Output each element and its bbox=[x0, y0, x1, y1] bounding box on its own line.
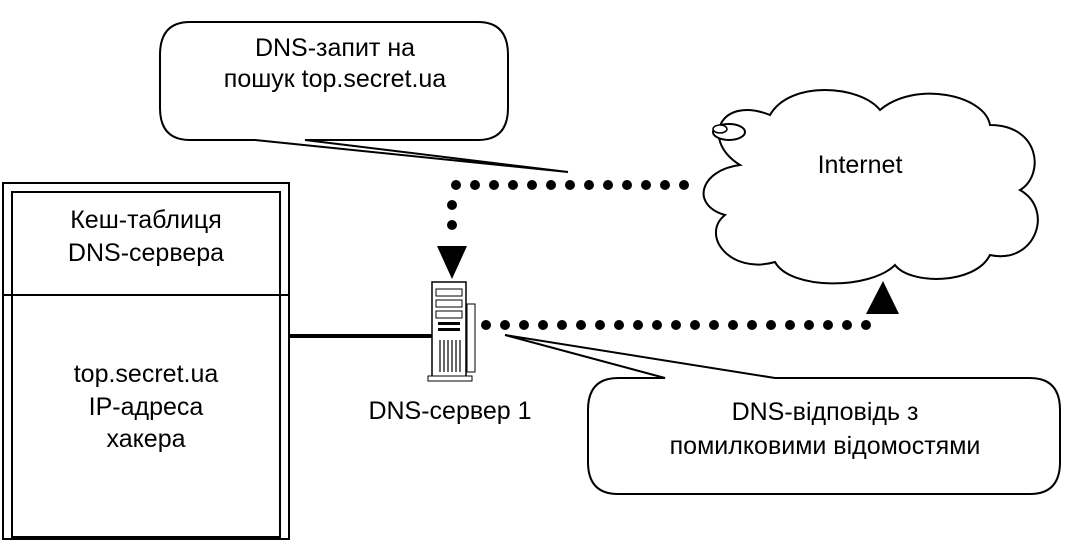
server-tower-icon bbox=[427, 281, 476, 382]
response-callout-line1: DNS-відповідь з bbox=[731, 398, 919, 426]
query-callout-bubble bbox=[159, 21, 569, 173]
path-dot bbox=[447, 220, 457, 230]
path-dot bbox=[584, 180, 594, 190]
path-dot bbox=[546, 180, 556, 190]
path-dot bbox=[785, 320, 795, 330]
path-dot bbox=[508, 180, 518, 190]
cache-table-header: Кеш-таблиця DNS-сервера bbox=[12, 204, 280, 269]
path-dot bbox=[709, 320, 719, 330]
internet-cloud-icon bbox=[702, 89, 1039, 285]
query-callout-line2: пошук top.secret.ua bbox=[223, 65, 447, 94]
path-dot bbox=[652, 320, 662, 330]
response-callout-text: DNS-відповідь з помилковими відомостями bbox=[590, 396, 1060, 464]
path-dot bbox=[747, 320, 757, 330]
internet-label: Internet bbox=[817, 151, 903, 179]
path-dot bbox=[519, 320, 529, 330]
path-dot bbox=[557, 320, 567, 330]
path-dot bbox=[679, 180, 689, 190]
query-callout-text: DNS-запит на пошук top.secret.ua bbox=[190, 33, 480, 96]
path-dot bbox=[804, 320, 814, 330]
cache-table-entry: top.secret.ua IP-адреса хакера bbox=[12, 358, 280, 456]
path-dot bbox=[690, 320, 700, 330]
arrowhead-down-to-server bbox=[437, 246, 467, 279]
path-dot bbox=[565, 180, 575, 190]
path-dot bbox=[603, 180, 613, 190]
path-dot bbox=[500, 320, 510, 330]
path-dot bbox=[633, 320, 643, 330]
path-dot bbox=[595, 320, 605, 330]
path-dot bbox=[671, 320, 681, 330]
cache-header-line2: DNS-сервера bbox=[67, 238, 225, 267]
query-callout-line1: DNS-запит на bbox=[254, 34, 416, 62]
path-dot bbox=[447, 200, 457, 210]
arrowhead-up-to-internet bbox=[866, 281, 899, 314]
response-callout-line2: помилковими відомостями bbox=[669, 431, 981, 460]
cloud-outline bbox=[702, 89, 1039, 285]
dns-server-label: DNS-сервер 1 bbox=[368, 397, 532, 425]
path-dot bbox=[538, 320, 548, 330]
cache-entry-domain: top.secret.ua bbox=[73, 360, 219, 388]
path-dot bbox=[451, 180, 461, 190]
path-dot bbox=[489, 180, 499, 190]
path-dot bbox=[614, 320, 624, 330]
path-dot bbox=[823, 320, 833, 330]
response-callout-bubble bbox=[504, 334, 1061, 495]
path-dot bbox=[527, 180, 537, 190]
cache-entry-ip-label: IP-адреса bbox=[88, 392, 204, 421]
cache-header-line1: Кеш-таблиця bbox=[70, 206, 222, 234]
path-dot bbox=[470, 180, 480, 190]
dotted-response-path bbox=[481, 320, 871, 330]
path-dot bbox=[660, 180, 670, 190]
path-dot bbox=[576, 320, 586, 330]
path-dot bbox=[766, 320, 776, 330]
path-dot bbox=[842, 320, 852, 330]
cloud-puff-small bbox=[712, 124, 728, 134]
path-dot bbox=[481, 320, 491, 330]
cache-table-box bbox=[2, 182, 290, 540]
path-dot bbox=[641, 180, 651, 190]
path-dot bbox=[861, 320, 871, 330]
path-dot bbox=[622, 180, 632, 190]
path-dot bbox=[728, 320, 738, 330]
dotted-query-path bbox=[447, 180, 689, 230]
cache-entry-hacker: хакера bbox=[106, 425, 186, 453]
